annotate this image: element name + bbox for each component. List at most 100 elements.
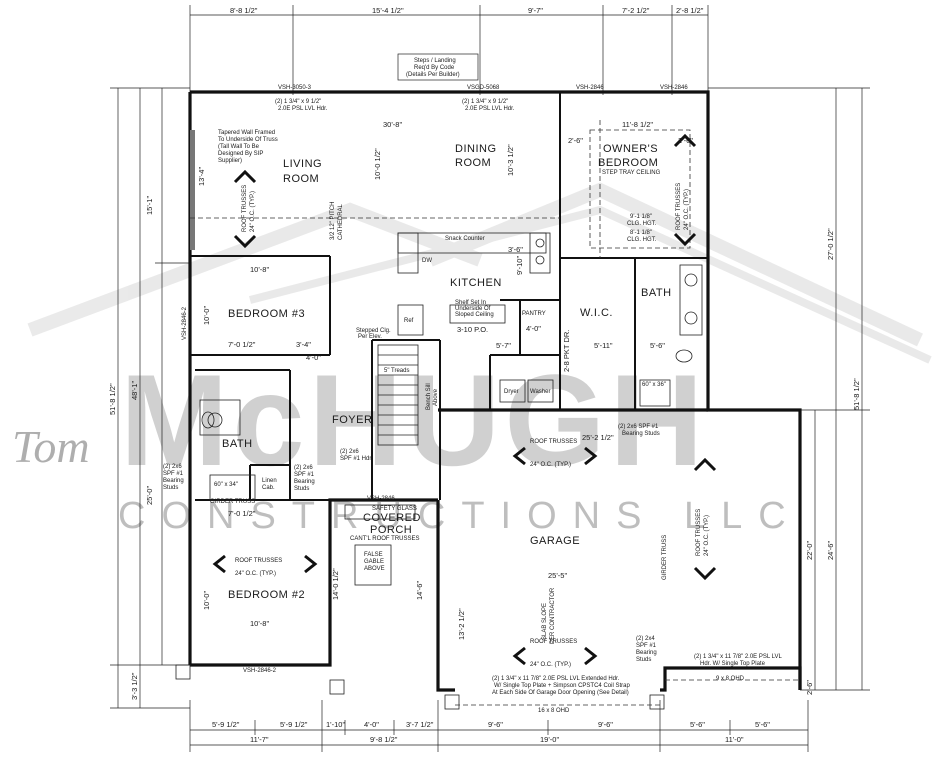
bearing-right-1: (2) 2x4 bbox=[636, 636, 655, 642]
watermark-logo bbox=[27, 182, 932, 364]
bottom-dim-2: 5'-9 1/2" bbox=[280, 720, 308, 729]
safety-glass-label: SAFETY GLASS bbox=[372, 506, 417, 512]
truss-living-1: ROOF TRUSSES bbox=[242, 185, 248, 232]
window-tag-4: VSH-2846 bbox=[660, 85, 688, 91]
bench-2: Above bbox=[433, 388, 439, 406]
stepped-clg-1: Stepped Clg. bbox=[356, 328, 391, 334]
tub-label: 60" x 34" bbox=[214, 482, 238, 488]
window-tag-7: VSH-2846-2 bbox=[243, 668, 277, 674]
false-gable-2: GABLE bbox=[364, 559, 384, 565]
right-header-1: (2) 1 3/4" x 11 7/8" 2.0E PSL LVL bbox=[694, 654, 783, 660]
steps-note-3: (Details Per Builder) bbox=[406, 72, 460, 78]
room-dining-1: DINING bbox=[455, 143, 497, 155]
bearing-right-4: Studs bbox=[636, 657, 651, 663]
truss-garage-2: 24" O.C. (TYP.) bbox=[530, 462, 571, 468]
room-bath-owner: BATH bbox=[641, 287, 672, 299]
window-tag-1: VSH-3050-3 bbox=[278, 85, 312, 91]
truss-right-1: ROOF TRUSSES bbox=[696, 509, 702, 556]
right-dim-5: 2'-6" bbox=[805, 680, 814, 695]
bottom-dim-7: 9'-6" bbox=[598, 720, 613, 729]
window-tag-3: VSH-2846 bbox=[576, 85, 604, 91]
steps-note-2: Req'd By Code bbox=[414, 65, 455, 71]
watermark-script: Tom bbox=[12, 421, 90, 472]
garage-door-right: 9 x 8 OHD bbox=[716, 676, 745, 682]
bearing-right-2: SPF #1 bbox=[636, 643, 657, 649]
shelf-note-3: Sloped Ceiling bbox=[455, 312, 494, 318]
stairs bbox=[377, 344, 419, 446]
dim-bed3-3-4: 3'-4" bbox=[296, 340, 311, 349]
dim-bed3-depth: 10'-0" bbox=[202, 306, 211, 325]
garage-doors bbox=[455, 679, 800, 706]
garage-header-3: At Each Side Of Garage Door Opening (See… bbox=[492, 690, 629, 696]
top-dimension-chain: 8'-8 1/2" 15'-4 1/2" 9'-7" 7'-2 1/2" 2'-… bbox=[189, 5, 709, 95]
garage-door-left: 16 x 8 OHD bbox=[538, 708, 570, 714]
shelf-note-1: Shelf Set In bbox=[455, 300, 486, 306]
right-dimension-chain: 27'-0 1/2" 51'-8 1/2" 22'-0" 24'-6" 2'-6… bbox=[708, 87, 870, 695]
window-tag-5: VSH-2846-2 bbox=[182, 306, 188, 340]
pantry-label: PANTRY bbox=[522, 311, 546, 317]
bottom-dim-10: 11'-7" bbox=[250, 735, 269, 744]
steps-landing-box bbox=[397, 53, 479, 81]
bearing-bath-1: (2) 2x6 SPF #1 bbox=[618, 424, 659, 430]
dryer-label: Dryer bbox=[504, 389, 519, 395]
bearing-center-3: Bearing bbox=[294, 479, 315, 485]
tapered-note-5: Supplier) bbox=[218, 158, 242, 164]
owner-clg-note: STEP TRAY CEILING bbox=[602, 170, 661, 176]
porch-features bbox=[175, 504, 665, 710]
truss-bed2-1: ROOF TRUSSES bbox=[235, 558, 282, 564]
clg-hgt-2: CLG. HGT. bbox=[627, 221, 657, 227]
bottom-dim-5: 3'-7 1/2" bbox=[406, 720, 434, 729]
window-tag-6: VSH-2846 bbox=[367, 496, 395, 502]
watermark-line2: CONSTRUCTIONS LLC bbox=[118, 495, 802, 537]
bearing-right-3: Bearing bbox=[636, 650, 657, 656]
dim-garage-depth: 13'-2 1/2" bbox=[457, 608, 466, 640]
header-dining-1: (2) 1 3/4" x 9 1/2" bbox=[462, 99, 508, 105]
exterior-walls bbox=[188, 90, 802, 692]
bottom-dim-11: 9'-8 1/2" bbox=[370, 735, 398, 744]
truss-garage-1: ROOF TRUSSES bbox=[530, 439, 577, 445]
living-pitch-1: 3/2 12" PITCH bbox=[330, 202, 336, 240]
left-dim-4: 48'-1" bbox=[130, 381, 139, 400]
ceiling-lines bbox=[190, 120, 691, 258]
room-owners-1: OWNER'S bbox=[603, 143, 658, 155]
top-dim-2: 15'-4 1/2" bbox=[372, 6, 404, 15]
dim-owners-2-6a: 2'-6" bbox=[568, 136, 583, 145]
snack-counter-label: Snack Counter bbox=[445, 236, 485, 242]
bench-1: Bench Sill bbox=[426, 383, 432, 410]
linen-2: Cab. bbox=[262, 485, 275, 491]
bottom-dim-9: 5'-6" bbox=[755, 720, 770, 729]
dim-living-width: 30'-8" bbox=[383, 120, 402, 129]
dim-owners-11: 11'-8 1/2" bbox=[622, 120, 653, 129]
dim-owners-2-6b: 2'-6" bbox=[678, 136, 693, 145]
room-living-1: LIVING bbox=[283, 158, 322, 170]
shelf-note-2: Underside Of bbox=[455, 306, 491, 312]
right-dim-1: 27'-0 1/2" bbox=[826, 228, 835, 260]
washer-label: Washer bbox=[530, 389, 550, 395]
dim-bed3-7: 7'-0 1/2" bbox=[228, 340, 256, 349]
room-dining-2: ROOM bbox=[455, 157, 491, 169]
steps-note-1: Steps / Landing bbox=[414, 58, 456, 64]
left-dim-1: 15'-1" bbox=[145, 196, 154, 215]
slab-slope-1: SLAB SLOPE bbox=[542, 603, 548, 640]
truss-garage-4: 24" O.C. (TYP.) bbox=[530, 662, 571, 668]
left-dim-5: 3'-3 1/2" bbox=[130, 672, 139, 700]
header-dining-2: 2.0E PSL LVL Hdr. bbox=[465, 106, 515, 112]
watermark-name: McHUGH bbox=[120, 347, 707, 493]
bearing-left-4: Studs bbox=[163, 485, 178, 491]
truss-bed2-2: 24" O.C. (TYP.) bbox=[235, 571, 276, 577]
clg-hgt-1: 9'-1 1/8" bbox=[630, 214, 652, 220]
dim-snack: 3'-6" bbox=[508, 245, 523, 254]
bearing-bath-2: Bearing Studs bbox=[622, 431, 660, 437]
stepped-clg-2: Per Elev. bbox=[358, 334, 382, 340]
girder-truss-left: GIRDER TRUSS bbox=[210, 499, 255, 505]
tapered-wall bbox=[190, 130, 195, 250]
bottom-dim-4: 4'-0" bbox=[364, 720, 379, 729]
clg-hgt-4: CLG. HGT. bbox=[627, 237, 657, 243]
bearing-center-2: SPF #1 bbox=[294, 472, 315, 478]
bottom-dim-8: 5'-6" bbox=[690, 720, 705, 729]
bottom-dim-12: 19'-0" bbox=[540, 735, 559, 744]
linen-1: Linen bbox=[262, 478, 277, 484]
tapered-note-4: Designed By SIP bbox=[218, 151, 263, 157]
bearing-center-4: Studs bbox=[294, 486, 309, 492]
